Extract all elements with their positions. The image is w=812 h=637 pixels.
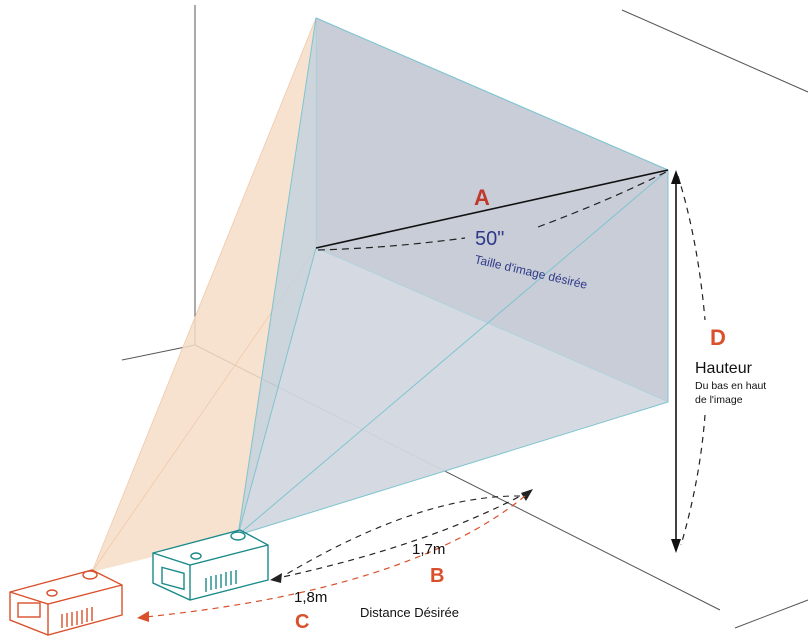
height-line1: Du bas en haut xyxy=(695,380,766,392)
distance-c-arrow xyxy=(144,495,526,618)
label-c: C xyxy=(295,611,309,633)
projector-far xyxy=(9,569,123,636)
distance-b-arrow xyxy=(277,491,529,579)
height-arrow-head-bottom xyxy=(671,539,681,553)
beam-near-edges xyxy=(237,17,669,536)
height-arrow-head-top xyxy=(671,170,681,184)
distance-caption: Distance Désirée xyxy=(360,605,459,620)
diagonal-a-line xyxy=(315,169,669,249)
distance-c-arrowhead xyxy=(137,611,149,622)
projector-near xyxy=(152,529,269,601)
distance-c-value: 1,8m xyxy=(294,589,327,606)
beam-far-edge-top xyxy=(91,17,317,573)
size-value: 50" xyxy=(475,228,504,250)
distance-b-arrowhead-left xyxy=(270,573,282,583)
right-wall-edge xyxy=(734,599,809,629)
height-dashed-arc-top xyxy=(677,175,706,321)
distance-b-dashed-return xyxy=(284,495,521,576)
label-d: D xyxy=(710,325,726,350)
height-title: Hauteur xyxy=(695,360,753,377)
distance-b-arrowhead-right xyxy=(521,489,533,501)
beam-near-bottom xyxy=(238,248,668,535)
distance-b-value: 1,7m xyxy=(412,541,445,558)
right-wall-top xyxy=(621,9,809,93)
height-dashed-arc-bottom xyxy=(680,414,706,546)
label-b: B xyxy=(430,565,444,587)
label-a: A xyxy=(474,185,490,210)
diagonal-a-dashed-arc-right xyxy=(537,171,667,228)
diagonal-a-dashed-arc xyxy=(317,237,466,251)
height-line2: de l'image xyxy=(695,394,743,406)
